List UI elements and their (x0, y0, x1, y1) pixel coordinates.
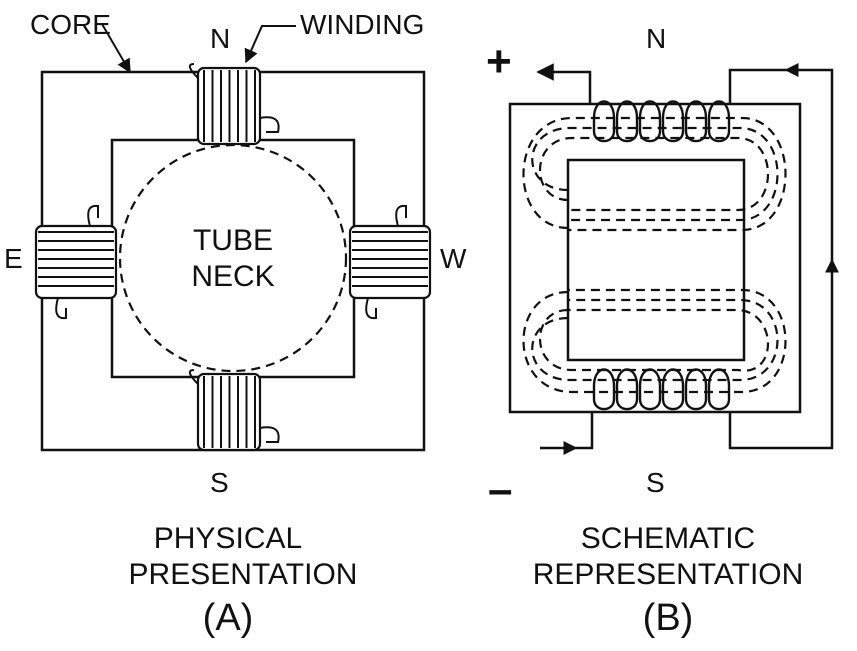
caption-b-line2: REPRESENTATION (533, 558, 804, 591)
winding-north (188, 63, 280, 146)
winding-south (188, 369, 280, 452)
schematic-coil-top (592, 100, 731, 143)
panel-a-physical: CORE WINDING N S E W TUBE NECK PHYSICAL … (4, 9, 467, 639)
coil-loop (684, 100, 708, 143)
core-leader-line (101, 23, 131, 74)
coil-loop (661, 368, 685, 411)
core-label: CORE (30, 9, 111, 40)
panel-b-schematic: N S + – SCHEMATIC REPRESENTATION (B) (486, 23, 839, 639)
coil-loop (592, 100, 616, 143)
plus-terminal: + (486, 37, 512, 86)
north-label-a: N (210, 23, 230, 54)
winding-label: WINDING (300, 9, 424, 40)
tube-neck-circle (118, 143, 348, 373)
coil-loop (615, 100, 639, 143)
coil-loop (707, 100, 731, 143)
caption-b-letter: (B) (643, 597, 694, 639)
north-label-b: N (646, 23, 666, 54)
west-label: W (440, 243, 467, 274)
flux-lines-upper (522, 116, 787, 232)
coil-loop (638, 100, 662, 143)
caption-a-line1: PHYSICAL (154, 522, 302, 555)
winding-east (34, 204, 118, 320)
coil-loop (638, 368, 662, 411)
coil-loop (684, 368, 708, 411)
lead-wire-top (536, 63, 592, 104)
coil-loop (661, 100, 685, 143)
caption-a-letter: (A) (203, 597, 254, 639)
coil-loop (707, 368, 731, 411)
coil-loop (615, 368, 639, 411)
tube-neck-label-line1: TUBE (193, 224, 273, 257)
caption-a-line2: PRESENTATION (129, 558, 358, 591)
east-label: E (4, 243, 23, 274)
winding-west (348, 204, 432, 320)
minus-terminal: – (488, 465, 512, 514)
schematic-coil-bottom (592, 368, 731, 411)
core-inner-window (110, 138, 356, 379)
flux-lines-lower (522, 288, 787, 394)
lead-wire-bottom (540, 412, 594, 450)
schematic-core-inner (566, 158, 746, 362)
south-label-a: S (210, 467, 229, 498)
lead-wire-right-return (728, 68, 834, 450)
coil-loop (592, 368, 616, 411)
south-label-b: S (646, 467, 665, 498)
winding-leader-line (244, 25, 296, 64)
caption-b-line1: SCHEMATIC (581, 522, 755, 555)
tube-neck-label-line2: NECK (191, 260, 274, 293)
